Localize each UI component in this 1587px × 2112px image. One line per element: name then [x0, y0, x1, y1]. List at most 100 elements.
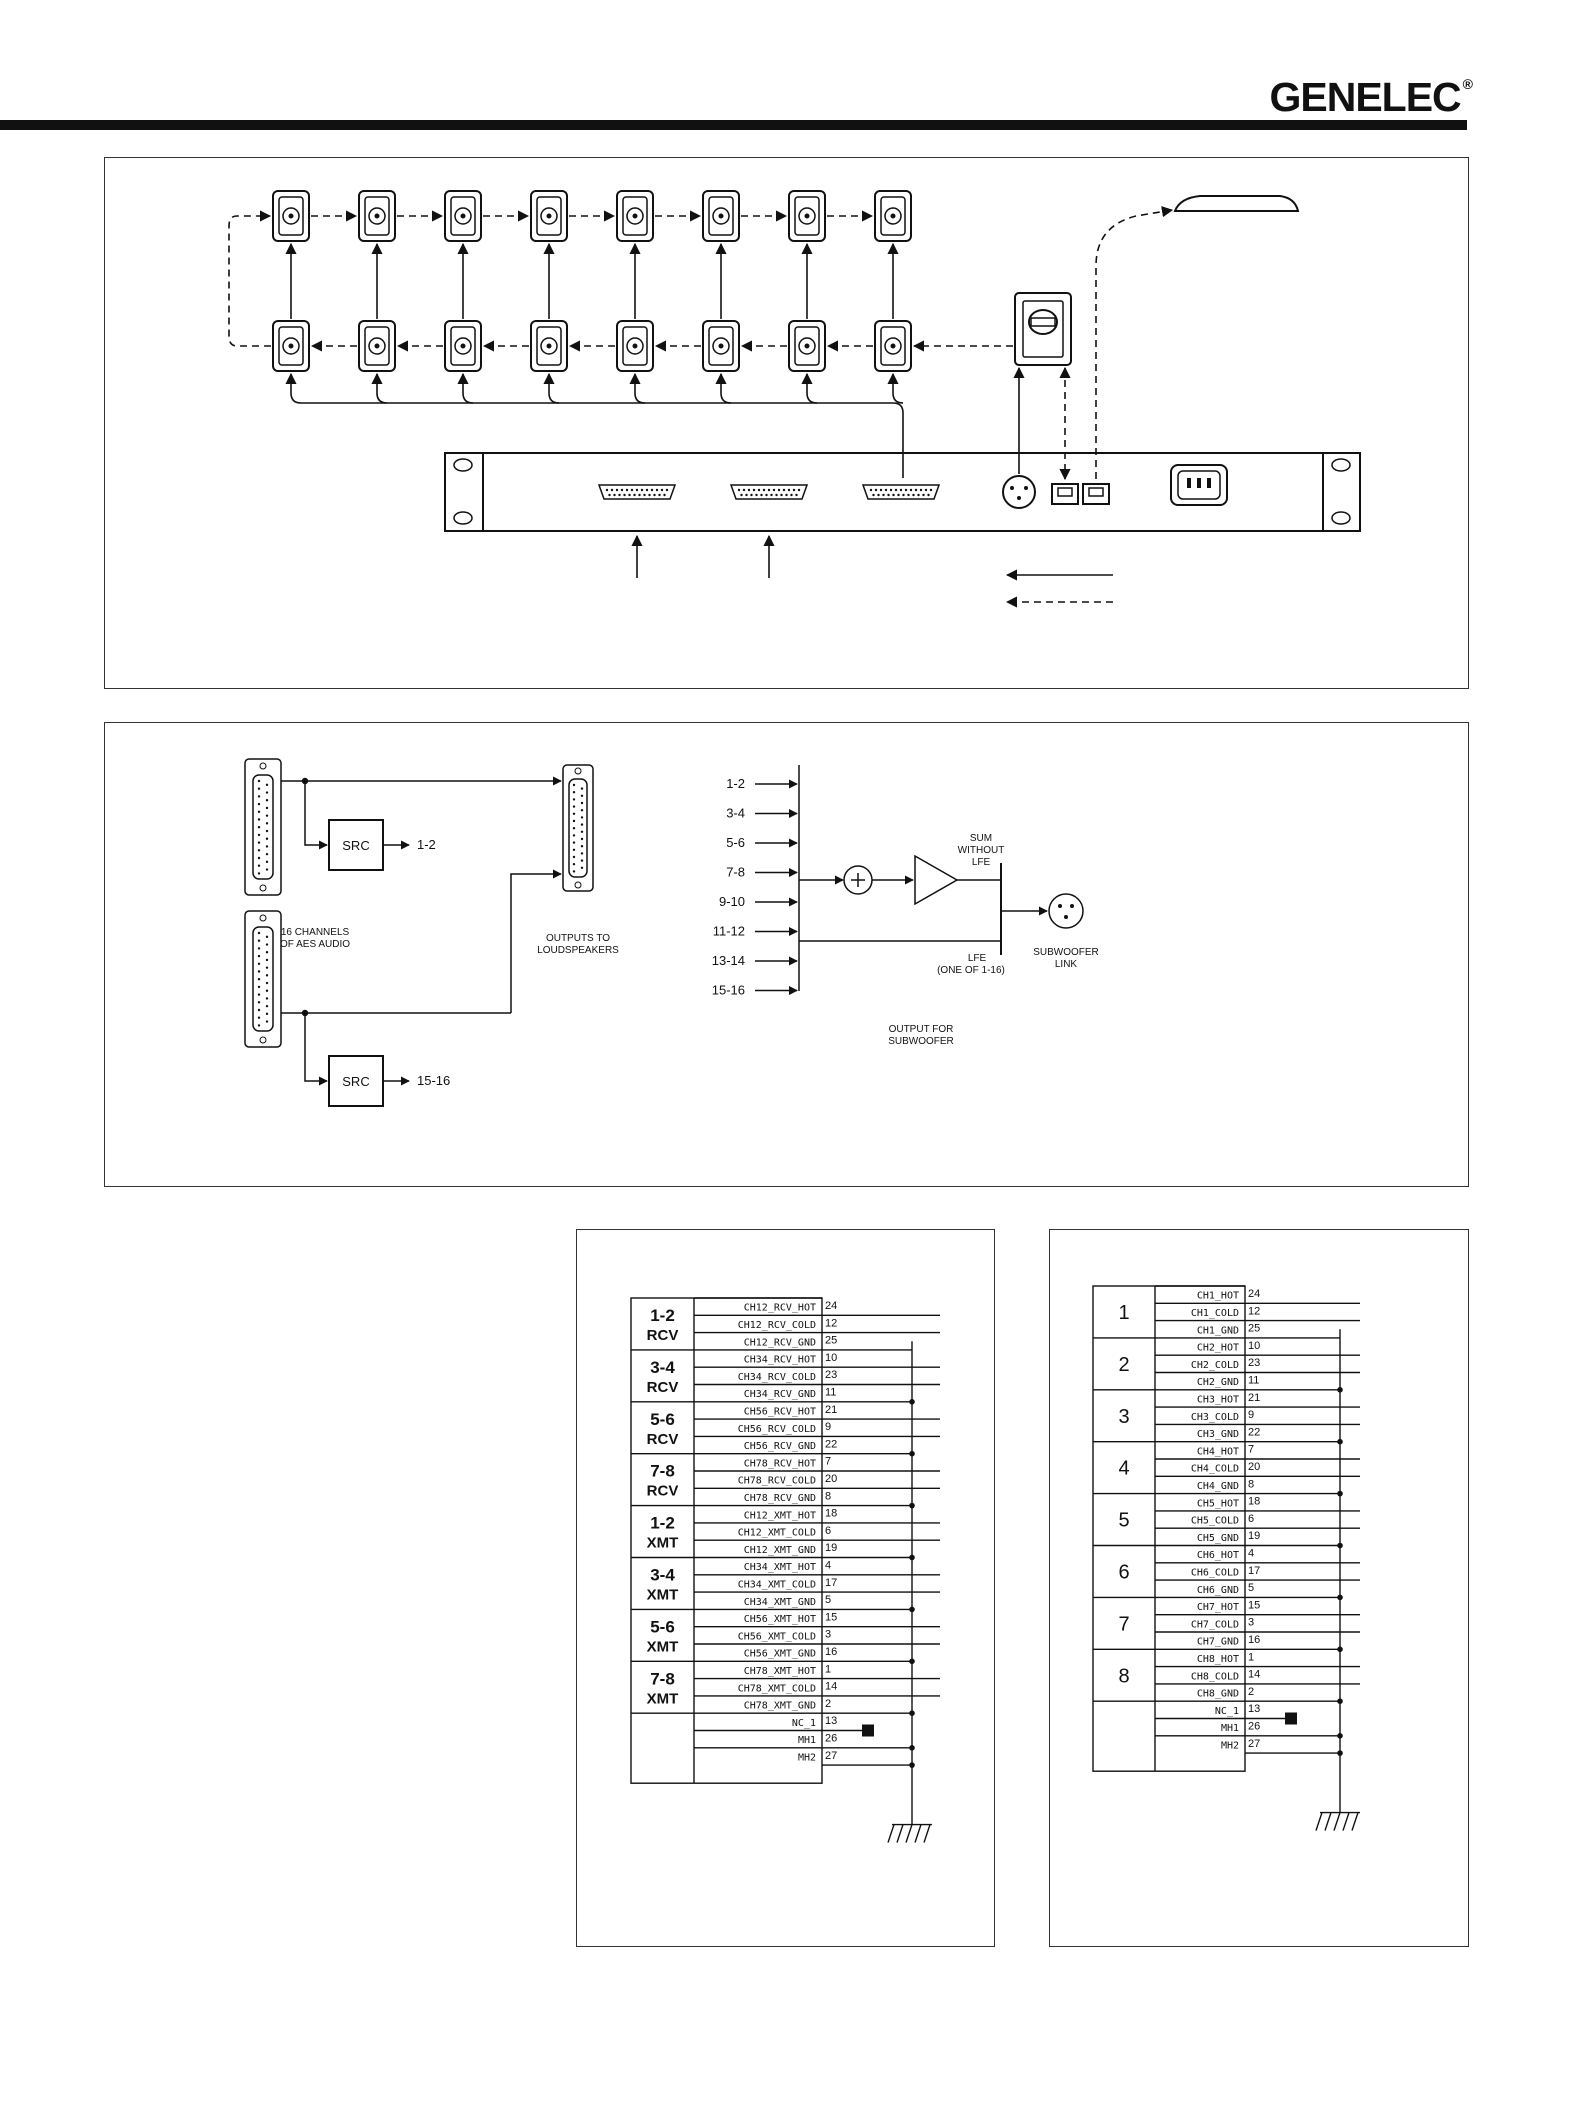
- group-number: 1-2: [650, 1306, 675, 1325]
- junction-dot: [1337, 1733, 1343, 1739]
- pin-number: 1: [1248, 1651, 1254, 1663]
- pin-number: 11: [825, 1387, 836, 1399]
- signal-name: CH8_GND: [1197, 1689, 1239, 1700]
- rear-speaker-icon: [616, 320, 654, 372]
- group-number: 7: [1118, 1613, 1129, 1635]
- rear-speaker-icon: [788, 320, 826, 372]
- pin-number: 9: [825, 1421, 831, 1433]
- signal-name: CH34_XMT_COLD: [738, 1579, 816, 1590]
- pin-number: 15: [825, 1611, 837, 1623]
- group-number: 3-4: [650, 1566, 675, 1585]
- pin-number: 19: [1248, 1530, 1260, 1542]
- pin-number: 11: [1248, 1375, 1259, 1387]
- pin-number: 16: [1248, 1634, 1260, 1646]
- subwoofer-xlr-icon: [1048, 893, 1084, 929]
- signal-name: CH3_GND: [1197, 1429, 1239, 1440]
- group-number: 5-6: [650, 1410, 675, 1429]
- signal-name: CH4_GND: [1197, 1481, 1239, 1492]
- junction-dot: [1337, 1542, 1343, 1549]
- group-number: 8: [1118, 1665, 1129, 1687]
- pin-number: 14: [825, 1681, 837, 1693]
- channel-pair-label: 15-16: [712, 983, 745, 998]
- rack-hole-icon: [453, 511, 473, 525]
- front-speaker-icon: [358, 190, 396, 242]
- pin-number: 2: [825, 1698, 831, 1710]
- signal-name: CH2_GND: [1197, 1377, 1239, 1388]
- lfe-label-1: LFE: [968, 953, 987, 964]
- signal-name: CH78_XMT_HOT: [744, 1666, 816, 1677]
- pin-number: 21: [825, 1404, 837, 1416]
- nc-terminal-icon: [1285, 1712, 1297, 1725]
- pin-number: 17: [1248, 1565, 1260, 1577]
- signal-name: CH34_XMT_GND: [744, 1597, 816, 1608]
- group-direction: RCV: [647, 1379, 679, 1396]
- src-block-bottom: [328, 1055, 384, 1107]
- signal-name: CH78_RCV_GND: [744, 1493, 816, 1504]
- rack-hole-icon: [1331, 458, 1351, 472]
- signal-name: CH7_HOT: [1197, 1602, 1239, 1613]
- pin-number: 20: [1248, 1461, 1260, 1473]
- input-caption-line1: 16 CHANNELS: [281, 927, 350, 938]
- src-top-output: 1-2: [417, 837, 436, 852]
- src-top-label: SRC: [342, 838, 369, 853]
- router-unit: [444, 452, 1361, 532]
- extra-signal-name: MH2: [798, 1752, 816, 1763]
- pin-number: 16: [825, 1646, 837, 1658]
- signal-name: CH12_RCV_GND: [744, 1337, 816, 1348]
- channel-pair-label: 9-10: [719, 894, 745, 909]
- signal-name: CH34_RCV_GND: [744, 1389, 816, 1400]
- channel-pair-label: 1-2: [726, 776, 745, 791]
- signal-name: CH6_COLD: [1191, 1567, 1239, 1578]
- pin-number: 15: [1248, 1599, 1260, 1611]
- pin-number: 10: [1248, 1340, 1260, 1352]
- group-number: 4: [1118, 1458, 1129, 1480]
- pin-number: 22: [1248, 1426, 1260, 1438]
- group-direction: XMT: [647, 1690, 679, 1707]
- junction-dot: [1337, 1594, 1343, 1601]
- signal-name: CH6_HOT: [1197, 1550, 1239, 1561]
- pin-number: 1: [825, 1663, 831, 1675]
- pin-number: 23: [825, 1369, 837, 1381]
- front-speaker-icon: [444, 190, 482, 242]
- front-speaker-icon: [530, 190, 568, 242]
- signal-name: CH6_GND: [1197, 1585, 1239, 1596]
- channel-pair-label: 5-6: [726, 835, 745, 850]
- pin-number: 9: [1248, 1409, 1254, 1421]
- rear-speaker-icon: [358, 320, 396, 372]
- group-direction: XMT: [647, 1638, 679, 1655]
- extra-pin-number: 27: [1248, 1738, 1260, 1750]
- signal-name: CH78_XMT_COLD: [738, 1683, 816, 1694]
- sub-output-label-1: OUTPUT FOR: [889, 1024, 954, 1035]
- signal-name: CH8_COLD: [1191, 1671, 1239, 1682]
- dsub-connector-icon: [861, 484, 941, 500]
- lfe-label-2: (ONE OF 1-16): [937, 965, 1005, 976]
- signal-name: CH7_GND: [1197, 1637, 1239, 1648]
- remote-control-icon: [1173, 195, 1300, 212]
- sub-output-label-2: SUBWOOFER: [888, 1036, 954, 1047]
- dsub-connector-icon: [729, 484, 809, 500]
- pin-number: 17: [825, 1577, 837, 1589]
- pin-number: 19: [825, 1542, 837, 1554]
- group-number: 1-2: [650, 1514, 675, 1533]
- extra-pin-number: 13: [825, 1715, 837, 1727]
- extra-pin-number: 26: [825, 1733, 837, 1745]
- pin-number: 24: [825, 1300, 837, 1312]
- group-direction: RCV: [647, 1327, 679, 1344]
- extra-signal-name: NC_1: [792, 1718, 816, 1729]
- registered-mark: ®: [1462, 76, 1473, 92]
- sub-link-label-2: LINK: [1055, 959, 1078, 970]
- group-number: 7-8: [650, 1669, 675, 1688]
- rear-speaker-icon: [702, 320, 740, 372]
- signal-name: CH12_XMT_HOT: [744, 1510, 816, 1521]
